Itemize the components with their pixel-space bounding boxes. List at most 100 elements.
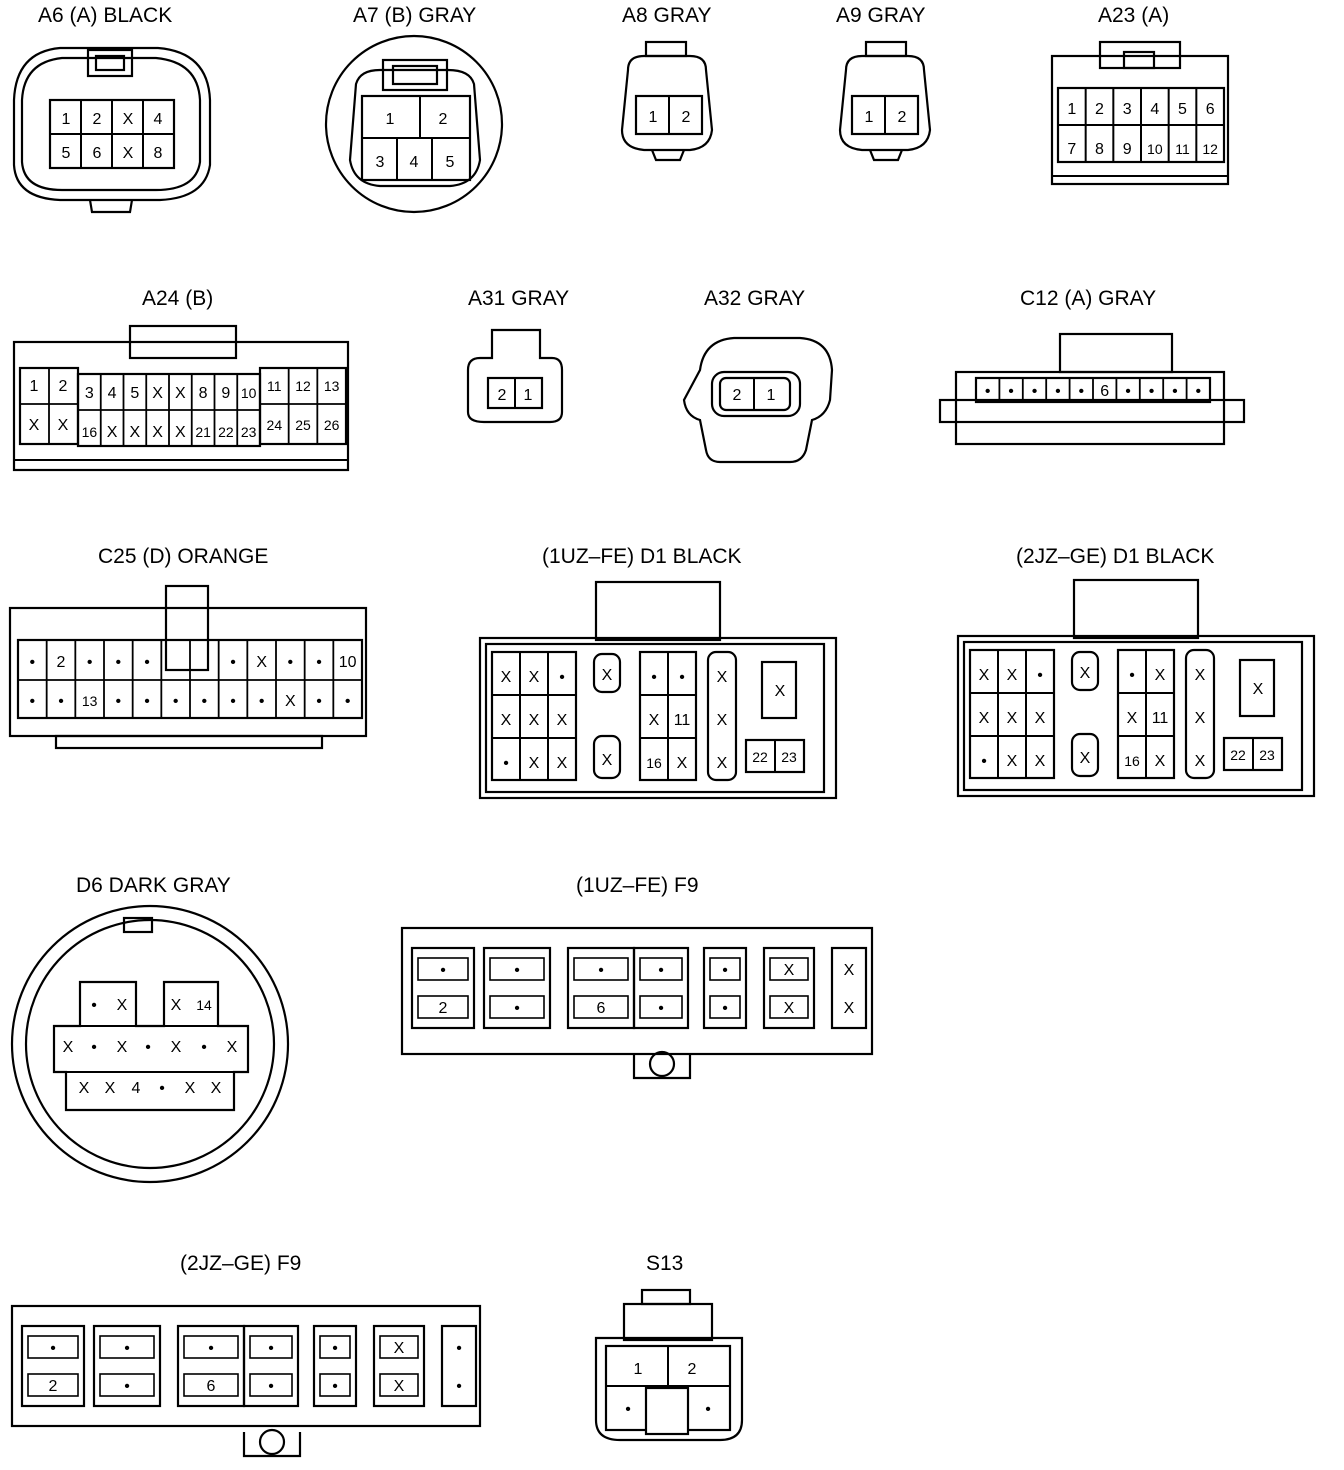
d6-cell: • [91,1039,97,1056]
a23-cell: 7 [1067,141,1076,158]
d1b-cell: 22 [1230,747,1246,763]
d1b-cell: 23 [1259,747,1275,763]
d1b-cell: X [1035,753,1046,770]
d1b-cell: X [1127,710,1138,727]
a24-cell: 25 [295,417,311,433]
a32-cell: 1 [767,387,776,404]
a8-cell: 1 [649,109,658,126]
c25-cell: • [288,654,294,671]
connector-a7: A7 (B) GRAY 1 2 3 4 5 [324,4,504,214]
c25-cell: • [316,693,322,710]
d1a-cell: X [529,712,540,729]
c25-cell: • [116,654,122,671]
d1a-title: (1UZ–FE) D1 BLACK [542,545,742,568]
a9-title: A9 GRAY [836,4,925,27]
d1b-cell: X [1080,665,1091,682]
f9a-cell: X [844,962,855,979]
a24-cell: 2 [59,378,68,395]
c25-cell: X [285,693,296,710]
a23-cell: 11 [1175,141,1190,157]
c25-cell: • [316,654,322,671]
d1a-cell: • [559,669,565,686]
c25-cell: • [87,654,93,671]
a7-cell: 4 [410,154,419,171]
a23-cell: 10 [1147,141,1163,157]
f9a-cell: X [784,962,795,979]
d6-cell: X [185,1080,196,1097]
d1a-cell: X [529,755,540,772]
c25-cell: • [202,693,208,710]
d1b-cell: 16 [1124,753,1140,769]
a23-cell: 2 [1095,101,1104,118]
connector-a8: A8 GRAY 1 2 [620,4,714,162]
d6-cell: 4 [132,1080,141,1097]
a23-cell: 3 [1123,101,1132,118]
a24-cell: 5 [130,385,139,402]
a7-cell: 2 [439,111,448,128]
c12-cell: • [1055,383,1061,400]
a24-cell: X [130,424,141,441]
c12-cell: • [985,383,991,400]
f9b-cell: • [456,1340,462,1357]
c25-cell: • [144,693,150,710]
d6-cell: • [91,997,97,1014]
c25-cell: • [116,693,122,710]
d1b-cell: • [981,753,987,770]
a6-cell: 5 [62,145,71,162]
f9b-cell: • [332,1378,338,1395]
c12-cell: • [1078,383,1084,400]
f9a-cell: X [784,1000,795,1017]
d6-cell: X [105,1080,116,1097]
f9b-cell: • [456,1378,462,1395]
d1b-cell: X [1195,753,1206,770]
a7-cell: 1 [386,111,395,128]
a24-cell: 8 [199,385,208,402]
a24-cell: 3 [85,385,94,402]
f9a-cell: • [514,1000,520,1017]
a6-cell: 2 [93,111,102,128]
a24-cell: 24 [267,417,283,433]
f9a-cell: 2 [439,1000,448,1017]
c12-title: C12 (A) GRAY [1020,287,1156,310]
a6-cell: 4 [154,111,163,128]
a23-cell: 1 [1067,101,1076,118]
d6-cell: X [171,997,182,1014]
s13-title: S13 [646,1252,683,1275]
d1b-title: (2JZ–GE) D1 BLACK [1016,545,1214,568]
d1a-cell: X [501,669,512,686]
a23-cell: 5 [1178,101,1187,118]
c12-cell: • [1125,383,1131,400]
a31-cell: 2 [498,387,507,404]
s13-cell: • [625,1401,631,1418]
a23-cell: 9 [1123,141,1132,158]
a32-title: A32 GRAY [704,287,805,310]
d6-cell: 14 [196,997,212,1013]
a24-cell: 23 [241,424,257,440]
d6-cell: X [117,1039,128,1056]
c12-cell: • [1032,383,1038,400]
d1b-cell: X [1195,667,1206,684]
f9b-cell: X [394,1378,405,1395]
c25-cell: • [230,693,236,710]
d1a-cell: • [651,669,657,686]
d1b-cell: X [1007,667,1018,684]
d1b-cell: X [979,667,990,684]
d1a-cell: X [602,667,613,684]
f9b-cell: • [50,1340,56,1357]
d6-cell: • [201,1039,207,1056]
a31-cell: 1 [524,387,533,404]
s13-cell: • [705,1401,711,1418]
s13-cell: 1 [634,1361,643,1378]
c25-cell: 10 [339,654,357,671]
d1a-cell: 22 [752,749,768,765]
f9b-cell: 2 [49,1378,58,1395]
a7-title: A7 (B) GRAY [353,4,476,27]
c25-cell: X [256,654,267,671]
a7-cell: 5 [446,154,455,171]
a24-cell: 1 [30,378,39,395]
